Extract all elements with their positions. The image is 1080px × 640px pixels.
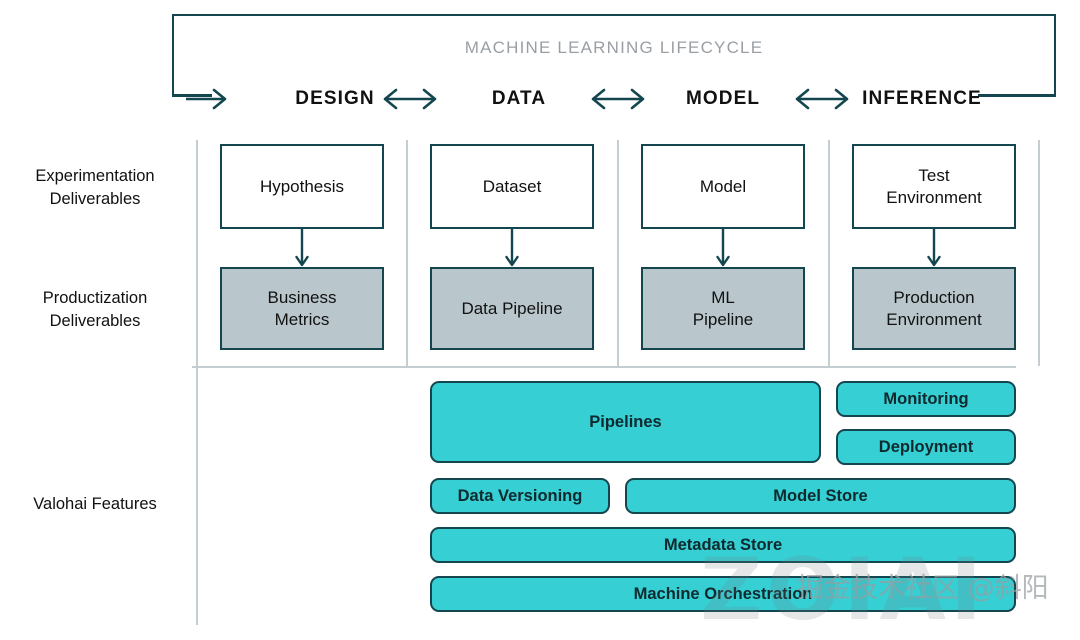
productization-box-label: Data Pipeline bbox=[461, 298, 563, 318]
feature-pill-monitoring[interactable]: Monitoring bbox=[836, 381, 1016, 417]
section-divider bbox=[192, 366, 1016, 368]
lifecycle-stage-data: DATA bbox=[491, 88, 547, 109]
column-divider-2 bbox=[617, 140, 619, 366]
feature-pill-label: Data Versioning bbox=[457, 486, 583, 505]
experimentation-box-label: Hypothesis bbox=[259, 176, 345, 196]
flow-arrow-design-icon bbox=[295, 229, 309, 267]
row-label-valohai-features: Valohai Features bbox=[33, 495, 157, 513]
lifecycle-loop-frame bbox=[172, 14, 1056, 96]
arrow-into-design-icon bbox=[186, 87, 228, 111]
lifecycle-loop-right-segment bbox=[978, 94, 1056, 97]
column-divider-0 bbox=[196, 140, 198, 625]
arrow-model-inference-icon bbox=[794, 87, 850, 111]
feature-pill-label: Machine Orchestration bbox=[633, 584, 813, 603]
lifecycle-stage-inference: INFERENCE bbox=[862, 88, 982, 109]
lifecycle-stage-model: MODEL bbox=[685, 88, 761, 109]
arrow-data-model-icon bbox=[590, 87, 646, 111]
arrow-design-data-icon bbox=[382, 87, 438, 111]
lifecycle-title: MACHINE LEARNING LIFECYCLE bbox=[464, 38, 764, 57]
feature-pill-metadata-store[interactable]: Metadata Store bbox=[430, 527, 1016, 563]
productization-box-data: Data Pipeline bbox=[430, 267, 594, 350]
column-divider-1 bbox=[406, 140, 408, 366]
lifecycle-loop-left-segment bbox=[172, 94, 212, 97]
column-divider-4 bbox=[1038, 140, 1040, 366]
feature-pill-label: Pipelines bbox=[589, 412, 662, 431]
experimentation-box-design: Hypothesis bbox=[220, 144, 384, 229]
experimentation-box-data: Dataset bbox=[430, 144, 594, 229]
experimentation-box-label: Dataset bbox=[482, 176, 542, 196]
feature-pill-deployment[interactable]: Deployment bbox=[836, 429, 1016, 465]
feature-pill-label: Model Store bbox=[773, 486, 868, 505]
experimentation-box-model: Model bbox=[641, 144, 805, 229]
flow-arrow-model-icon bbox=[716, 229, 730, 267]
feature-pill-pipelines[interactable]: Pipelines bbox=[430, 381, 821, 463]
feature-pill-machine-orchestration[interactable]: Machine Orchestration bbox=[430, 576, 1016, 612]
feature-pill-data-versioning[interactable]: Data Versioning bbox=[430, 478, 610, 514]
lifecycle-stage-design: DESIGN bbox=[295, 88, 375, 109]
experimentation-box-label: Model bbox=[699, 176, 747, 196]
column-divider-3 bbox=[828, 140, 830, 366]
flow-arrow-inference-icon bbox=[927, 229, 941, 267]
lifecycle-stage-row: DESIGN DATA MODEL INFERENCE bbox=[172, 82, 1056, 116]
feature-pill-model-store[interactable]: Model Store bbox=[625, 478, 1016, 514]
flow-arrow-data-icon bbox=[505, 229, 519, 267]
ml-lifecycle-diagram: MACHINE LEARNING LIFECYCLE DESIGN DATA MOD… bbox=[33, 14, 1056, 640]
feature-pill-label: Deployment bbox=[878, 437, 974, 456]
feature-pill-label: Metadata Store bbox=[663, 535, 783, 554]
feature-pill-label: Monitoring bbox=[883, 389, 969, 408]
